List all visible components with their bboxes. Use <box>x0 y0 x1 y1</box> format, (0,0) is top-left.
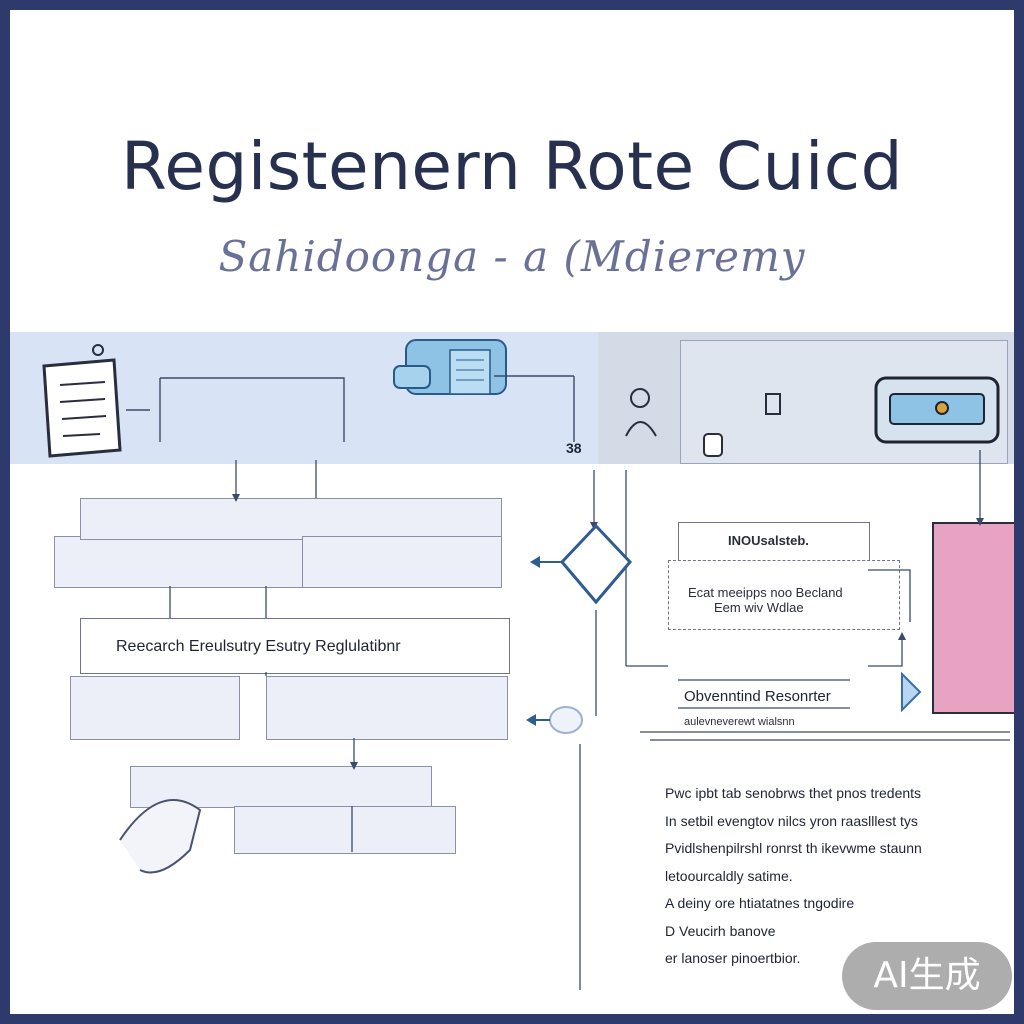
flow-box-top-mid <box>80 498 502 540</box>
person-icon <box>625 388 657 437</box>
flow-box-base <box>234 806 456 854</box>
description-paragraph: Pwc ipbt tab senobrws thet pnos tredents… <box>665 780 1005 973</box>
flow-box-lower-right <box>266 676 508 740</box>
page-title: Registenern Rote Cuicd <box>121 128 903 205</box>
card-reader-icon <box>874 376 1000 444</box>
paragraph-line: letoourcaldly satime. <box>665 867 793 884</box>
paragraph-line: In setbil evengtov nilcs yron raaslllest… <box>665 812 918 829</box>
pink-block <box>932 522 1014 714</box>
paragraph-line: Pwc ipbt tab senobrws thet pnos tredents <box>665 785 922 801</box>
flow-box-main-label: Reecarch Ereulsutry Esutry Reglulatibnr <box>116 638 401 655</box>
lock-icon <box>703 393 781 457</box>
decision-diamond <box>530 523 633 605</box>
machine-icon <box>393 339 507 395</box>
diagram-connectors <box>42 339 1010 990</box>
diagram-canvas: Registenern Rote Cuicd Sahidoonga - a (M… <box>10 10 1014 1014</box>
info-box-mid-line1: Ecat meeipps noo Becland <box>688 585 843 600</box>
flow-box-main <box>80 618 510 674</box>
info-box-bottom-label: Obvenntind Resonrter <box>684 688 831 705</box>
info-box-top-label: INOUsalsteb. <box>728 533 809 548</box>
ai-generated-badge: AI生成 <box>842 942 1012 1010</box>
page-subtitle: Sahidoonga - a (Mdieremy <box>218 232 806 281</box>
paragraph-line: Pvidlshenpilrshl ronrst th ikevwme staun… <box>665 840 922 856</box>
bubble-node <box>526 706 583 734</box>
info-box-bottom-caption: aulevneverewt wialsnn <box>684 716 795 728</box>
flow-box-top-right <box>302 536 502 588</box>
document-icon <box>42 344 122 458</box>
info-box-mid-line2: Eem wiv Wdlae <box>714 600 804 615</box>
flow-box-top-left <box>54 536 304 588</box>
curve-decoration <box>119 799 202 874</box>
paragraph-line: A deiny ore htiatatnes tngodire <box>665 895 855 911</box>
paragraph-line: er lanoser pinoertbior. <box>665 950 801 966</box>
band-number: 38 <box>566 440 582 456</box>
flow-box-lower-left <box>70 676 240 740</box>
triangle-marker <box>901 671 922 713</box>
paragraph-line: D Veucirh banove <box>665 922 776 939</box>
info-box-mid <box>668 560 900 630</box>
